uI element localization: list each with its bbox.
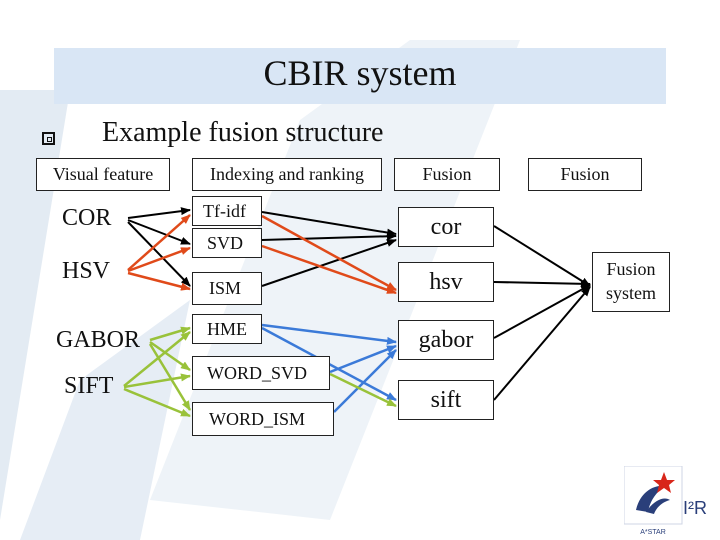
link-ism-cor: [261, 239, 397, 287]
i2r-logo-text: I²R: [683, 498, 707, 518]
index-svd: SVD: [192, 228, 262, 258]
fusion-system-line2: system: [605, 283, 656, 303]
link-sift-hme: [123, 331, 191, 387]
bullet-icon: [42, 132, 55, 145]
fusion-sift: sift: [398, 380, 494, 420]
link-cor-svd: [127, 219, 191, 245]
link-hsv-ism: [127, 271, 191, 291]
link-gabor-system: [493, 284, 591, 339]
header-fusion-1: Fusion: [394, 158, 500, 191]
link-svd-cor: [261, 232, 397, 241]
logo-small-text: A*STAR: [640, 529, 666, 536]
link-hsv-svd: [127, 246, 191, 273]
index-word-ism: WORD_ISM: [192, 402, 334, 436]
link-gabor-wordsvd: [149, 340, 191, 372]
index-ism: ISM: [192, 272, 262, 305]
link-svd-hsv: [261, 244, 397, 295]
link-wordsvd-sift: [329, 372, 397, 408]
link-hsv-tfidf: [127, 214, 191, 271]
link-tfidf-hsv: [261, 214, 397, 292]
link-sift-wordism: [123, 387, 191, 418]
feature-sift: SIFT: [64, 373, 114, 399]
link-wordism-gabor: [333, 349, 397, 413]
index-tfidf: Tf-idf: [192, 196, 262, 226]
header-fusion-2: Fusion: [528, 158, 642, 191]
feature-hsv: HSV: [62, 258, 111, 284]
link-wordsvd-gabor: [329, 344, 397, 374]
link-sift-system: [493, 286, 591, 401]
header-visual-feature: Visual feature: [36, 158, 170, 191]
link-gabor-hme: [149, 326, 191, 342]
link-hme-gabor: [261, 323, 397, 345]
header-indexing-ranking: Indexing and ranking: [192, 158, 382, 191]
index-hme: HME: [192, 314, 262, 344]
link-cor-ism: [127, 221, 191, 287]
fusion-system-line1: Fusion: [606, 259, 656, 279]
feature-gabor: GABOR: [56, 327, 141, 353]
link-cor-system: [493, 225, 591, 287]
page-title: CBIR system: [263, 53, 457, 93]
fusion-cor: cor: [398, 207, 494, 247]
index-word-svd: WORD_SVD: [192, 356, 330, 390]
link-gabor-wordism: [148, 343, 192, 411]
fusion-hsv: hsv: [398, 262, 494, 302]
bullet-text: Example fusion structure: [102, 117, 384, 148]
fusion-system-box: Fusion system: [592, 252, 670, 312]
link-cor-tfidf: [127, 207, 191, 219]
fusion-gabor: gabor: [398, 320, 494, 360]
feature-cor: COR: [62, 205, 112, 231]
link-hsv-system: [493, 279, 591, 288]
link-sift-wordsvd: [123, 373, 191, 389]
link-tfidf-cor: [261, 211, 397, 237]
title-band: [54, 48, 666, 104]
astar-logo-icon: A*STAR: [624, 466, 683, 536]
